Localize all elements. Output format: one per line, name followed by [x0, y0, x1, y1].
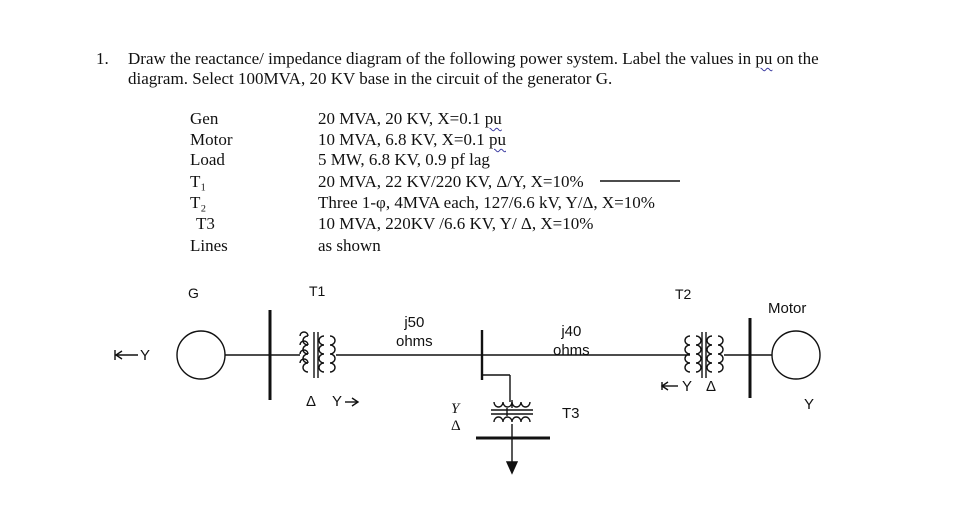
t2-conn-secondary: Δ	[706, 378, 717, 395]
t1-neutral-arrow	[345, 397, 360, 407]
t3-label: T3	[562, 405, 580, 422]
motor-label: Motor	[768, 300, 807, 317]
t2-neutral-arrow	[660, 381, 678, 391]
load-arrow	[505, 438, 519, 475]
spec-value-motor-unit: pu	[488, 130, 506, 149]
question-line-2: diagram. Select 100MVA, 20 KV base in th…	[128, 69, 613, 88]
t1-label: T1	[309, 283, 326, 299]
spec-label-load: Load	[190, 150, 225, 169]
question-number: 1.	[96, 49, 109, 68]
spec-value-gen-text: 20 MVA, 20 KV, X=0.1	[318, 109, 485, 128]
line2-impedance-unit: ohms	[553, 342, 590, 359]
spec-label-t3: T3	[196, 214, 215, 233]
t1-conn-primary: Δ	[306, 393, 317, 410]
line2-impedance-value: j40	[561, 323, 582, 340]
spec-value-lines: as shown	[318, 236, 381, 255]
generator-label: G	[188, 285, 199, 301]
spec-value-t2: Three 1-φ, 4MVA each, 127/6.6 kV, Y/Δ, X…	[318, 193, 655, 212]
generator-neutral-arrow	[114, 350, 138, 360]
transformer-t1	[299, 331, 336, 378]
question-pu-term: pu	[755, 49, 773, 68]
spec-label-lines: Lines	[190, 236, 228, 255]
transformer-t3	[491, 400, 533, 423]
line1-impedance-value: j50	[404, 314, 425, 331]
question-line-1-post: on the	[772, 49, 819, 68]
spec-value-t1: 20 MVA, 22 KV/220 KV, Δ/Y, X=10%	[318, 172, 584, 191]
t2-conn-primary: Y	[682, 378, 693, 395]
spec-label-t1: T₁	[190, 172, 207, 191]
spec-value-gen-unit: pu	[484, 109, 502, 128]
spec-value-t3: 10 MVA, 220KV /6.6 KV, Y/ Δ, X=10%	[318, 214, 594, 233]
spec-label-motor: Motor	[190, 130, 233, 149]
spec-value-load: 5 MW, 6.8 KV, 0.9 pf lag	[318, 150, 490, 169]
generator-conn-label: Y	[140, 347, 151, 364]
line2-impedance: j40 ohms	[553, 322, 590, 360]
t3-conn-primary: Y	[451, 401, 460, 417]
line1-impedance: j50 ohms	[396, 313, 433, 351]
spec-label-gen: Gen	[190, 109, 219, 128]
motor-conn-label: Y	[804, 396, 815, 413]
t2-label: T2	[675, 286, 692, 302]
transformer-t2	[684, 332, 724, 378]
question-line-1: Draw the reactance/ impedance diagram of…	[128, 49, 819, 69]
t3-conn-secondary: Δ	[451, 418, 461, 434]
generator-symbol	[176, 330, 226, 380]
question-line-1-pre: Draw the reactance/ impedance diagram of…	[128, 49, 756, 68]
spec-value-motor: 10 MVA, 6.8 KV, X=0.1 pu	[318, 130, 506, 150]
motor-symbol	[771, 330, 821, 380]
spec-value-motor-text: 10 MVA, 6.8 KV, X=0.1	[318, 130, 489, 149]
line1-impedance-unit: ohms	[396, 333, 433, 350]
spec-value-gen: 20 MVA, 20 KV, X=0.1 pu	[318, 109, 502, 129]
t3-tap	[482, 374, 511, 402]
spec-label-t2: T₂	[190, 193, 207, 212]
t1-conn-secondary: Y	[332, 393, 343, 410]
